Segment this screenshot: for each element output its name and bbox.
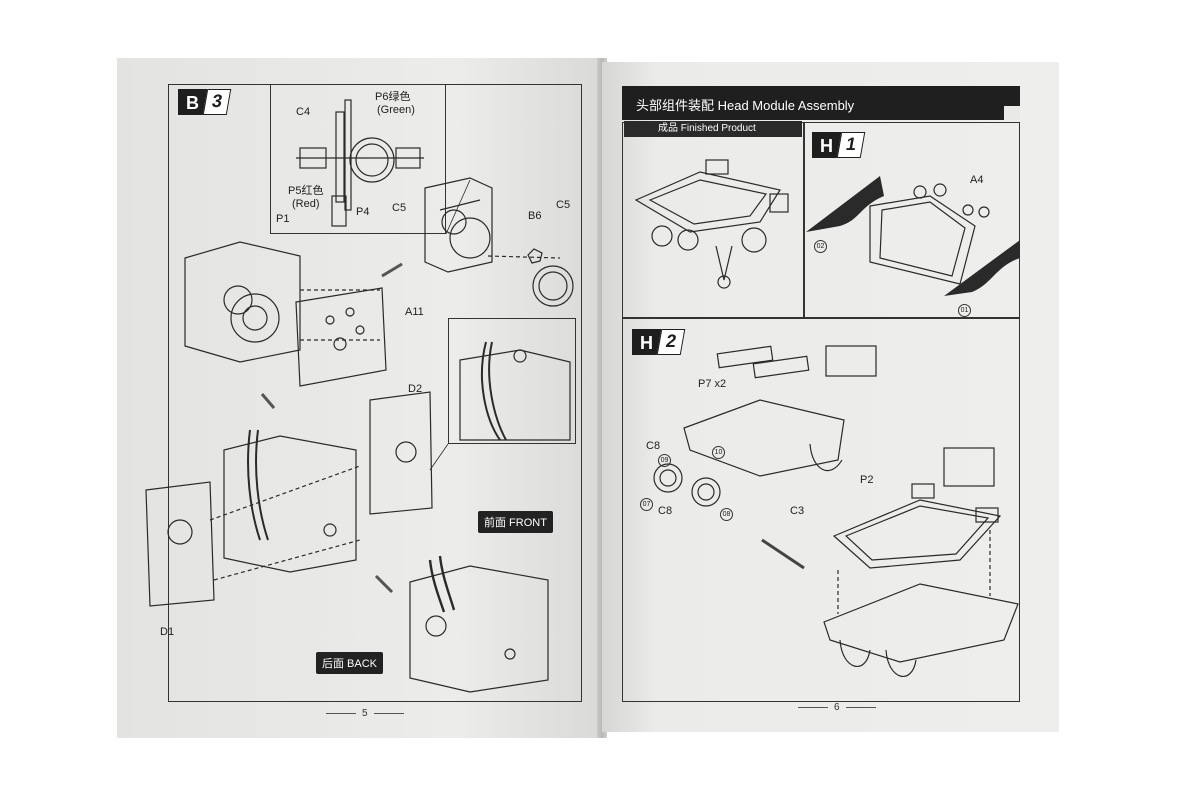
step-h1-illustration bbox=[869, 183, 990, 285]
gearbox-final bbox=[409, 555, 549, 693]
front-tag: 前面 FRONT bbox=[478, 511, 553, 533]
label-p5: P5红色 bbox=[288, 185, 324, 197]
page-number-right: 6 bbox=[792, 702, 882, 713]
callout-10: 10 bbox=[712, 446, 725, 459]
label-c5-inset: C5 bbox=[392, 202, 407, 214]
label-p6-en: (Green) bbox=[377, 104, 415, 116]
wire-inset-frame bbox=[448, 318, 576, 444]
step-b3-badge: B 3 bbox=[178, 89, 232, 115]
step-letter: H bbox=[632, 329, 661, 355]
label-p1: P1 bbox=[276, 213, 290, 225]
label-p7: P7 x2 bbox=[698, 378, 727, 390]
page-right bbox=[602, 62, 1059, 732]
label-c4: C4 bbox=[296, 106, 311, 118]
back-tag: 后面 BACK bbox=[316, 652, 384, 674]
step-h1-frame bbox=[804, 122, 1020, 318]
wire-inset-illustration bbox=[459, 341, 571, 441]
gearbox-lower bbox=[145, 391, 433, 607]
step-letter: H bbox=[812, 132, 841, 158]
callout-09: 09 bbox=[658, 454, 671, 467]
step-h1-badge: H 1 bbox=[812, 132, 866, 158]
callout-01: 01 bbox=[958, 304, 971, 317]
label-p4: P4 bbox=[356, 206, 370, 218]
label-c3: C3 bbox=[790, 505, 805, 517]
label-d1: D1 bbox=[160, 626, 175, 638]
step-h2-illustration bbox=[653, 345, 1019, 677]
step-letter: B bbox=[178, 89, 207, 115]
label-a11: A11 bbox=[405, 306, 424, 318]
label-p2: P2 bbox=[860, 474, 874, 486]
gearbox-middle bbox=[184, 241, 387, 387]
finished-product-illustration bbox=[634, 159, 789, 289]
gear-inset-frame bbox=[270, 84, 446, 234]
label-p6: P6绿色 bbox=[375, 91, 411, 103]
label-c5: C5 bbox=[556, 199, 571, 211]
h1-right-sidepiece bbox=[944, 240, 1020, 296]
label-d2: D2 bbox=[408, 383, 423, 395]
label-c8-bottom: C8 bbox=[658, 505, 673, 517]
label-c8-top: C8 bbox=[646, 440, 661, 452]
label-a4: A4 bbox=[970, 174, 984, 186]
gear-inset-illustration bbox=[296, 99, 424, 227]
finished-product-label: 成品 Finished Product bbox=[624, 121, 802, 137]
header-tab bbox=[1004, 106, 1020, 120]
step-h2-badge: H 2 bbox=[632, 329, 686, 355]
section-title: 头部组件装配 Head Module Assembly bbox=[636, 98, 855, 113]
callout-07: 07 bbox=[640, 498, 653, 511]
page-number-left: 5 bbox=[320, 708, 410, 719]
gearbox-top bbox=[424, 177, 574, 307]
label-b6: B6 bbox=[528, 210, 542, 222]
callout-08: 08 bbox=[720, 508, 733, 521]
label-p5-en: (Red) bbox=[292, 198, 320, 210]
h1-left-sidepiece bbox=[806, 176, 884, 232]
callout-02: 02 bbox=[814, 240, 827, 253]
page-left bbox=[117, 58, 602, 738]
section-header: 头部组件装配 Head Module Assembly bbox=[622, 86, 1020, 120]
